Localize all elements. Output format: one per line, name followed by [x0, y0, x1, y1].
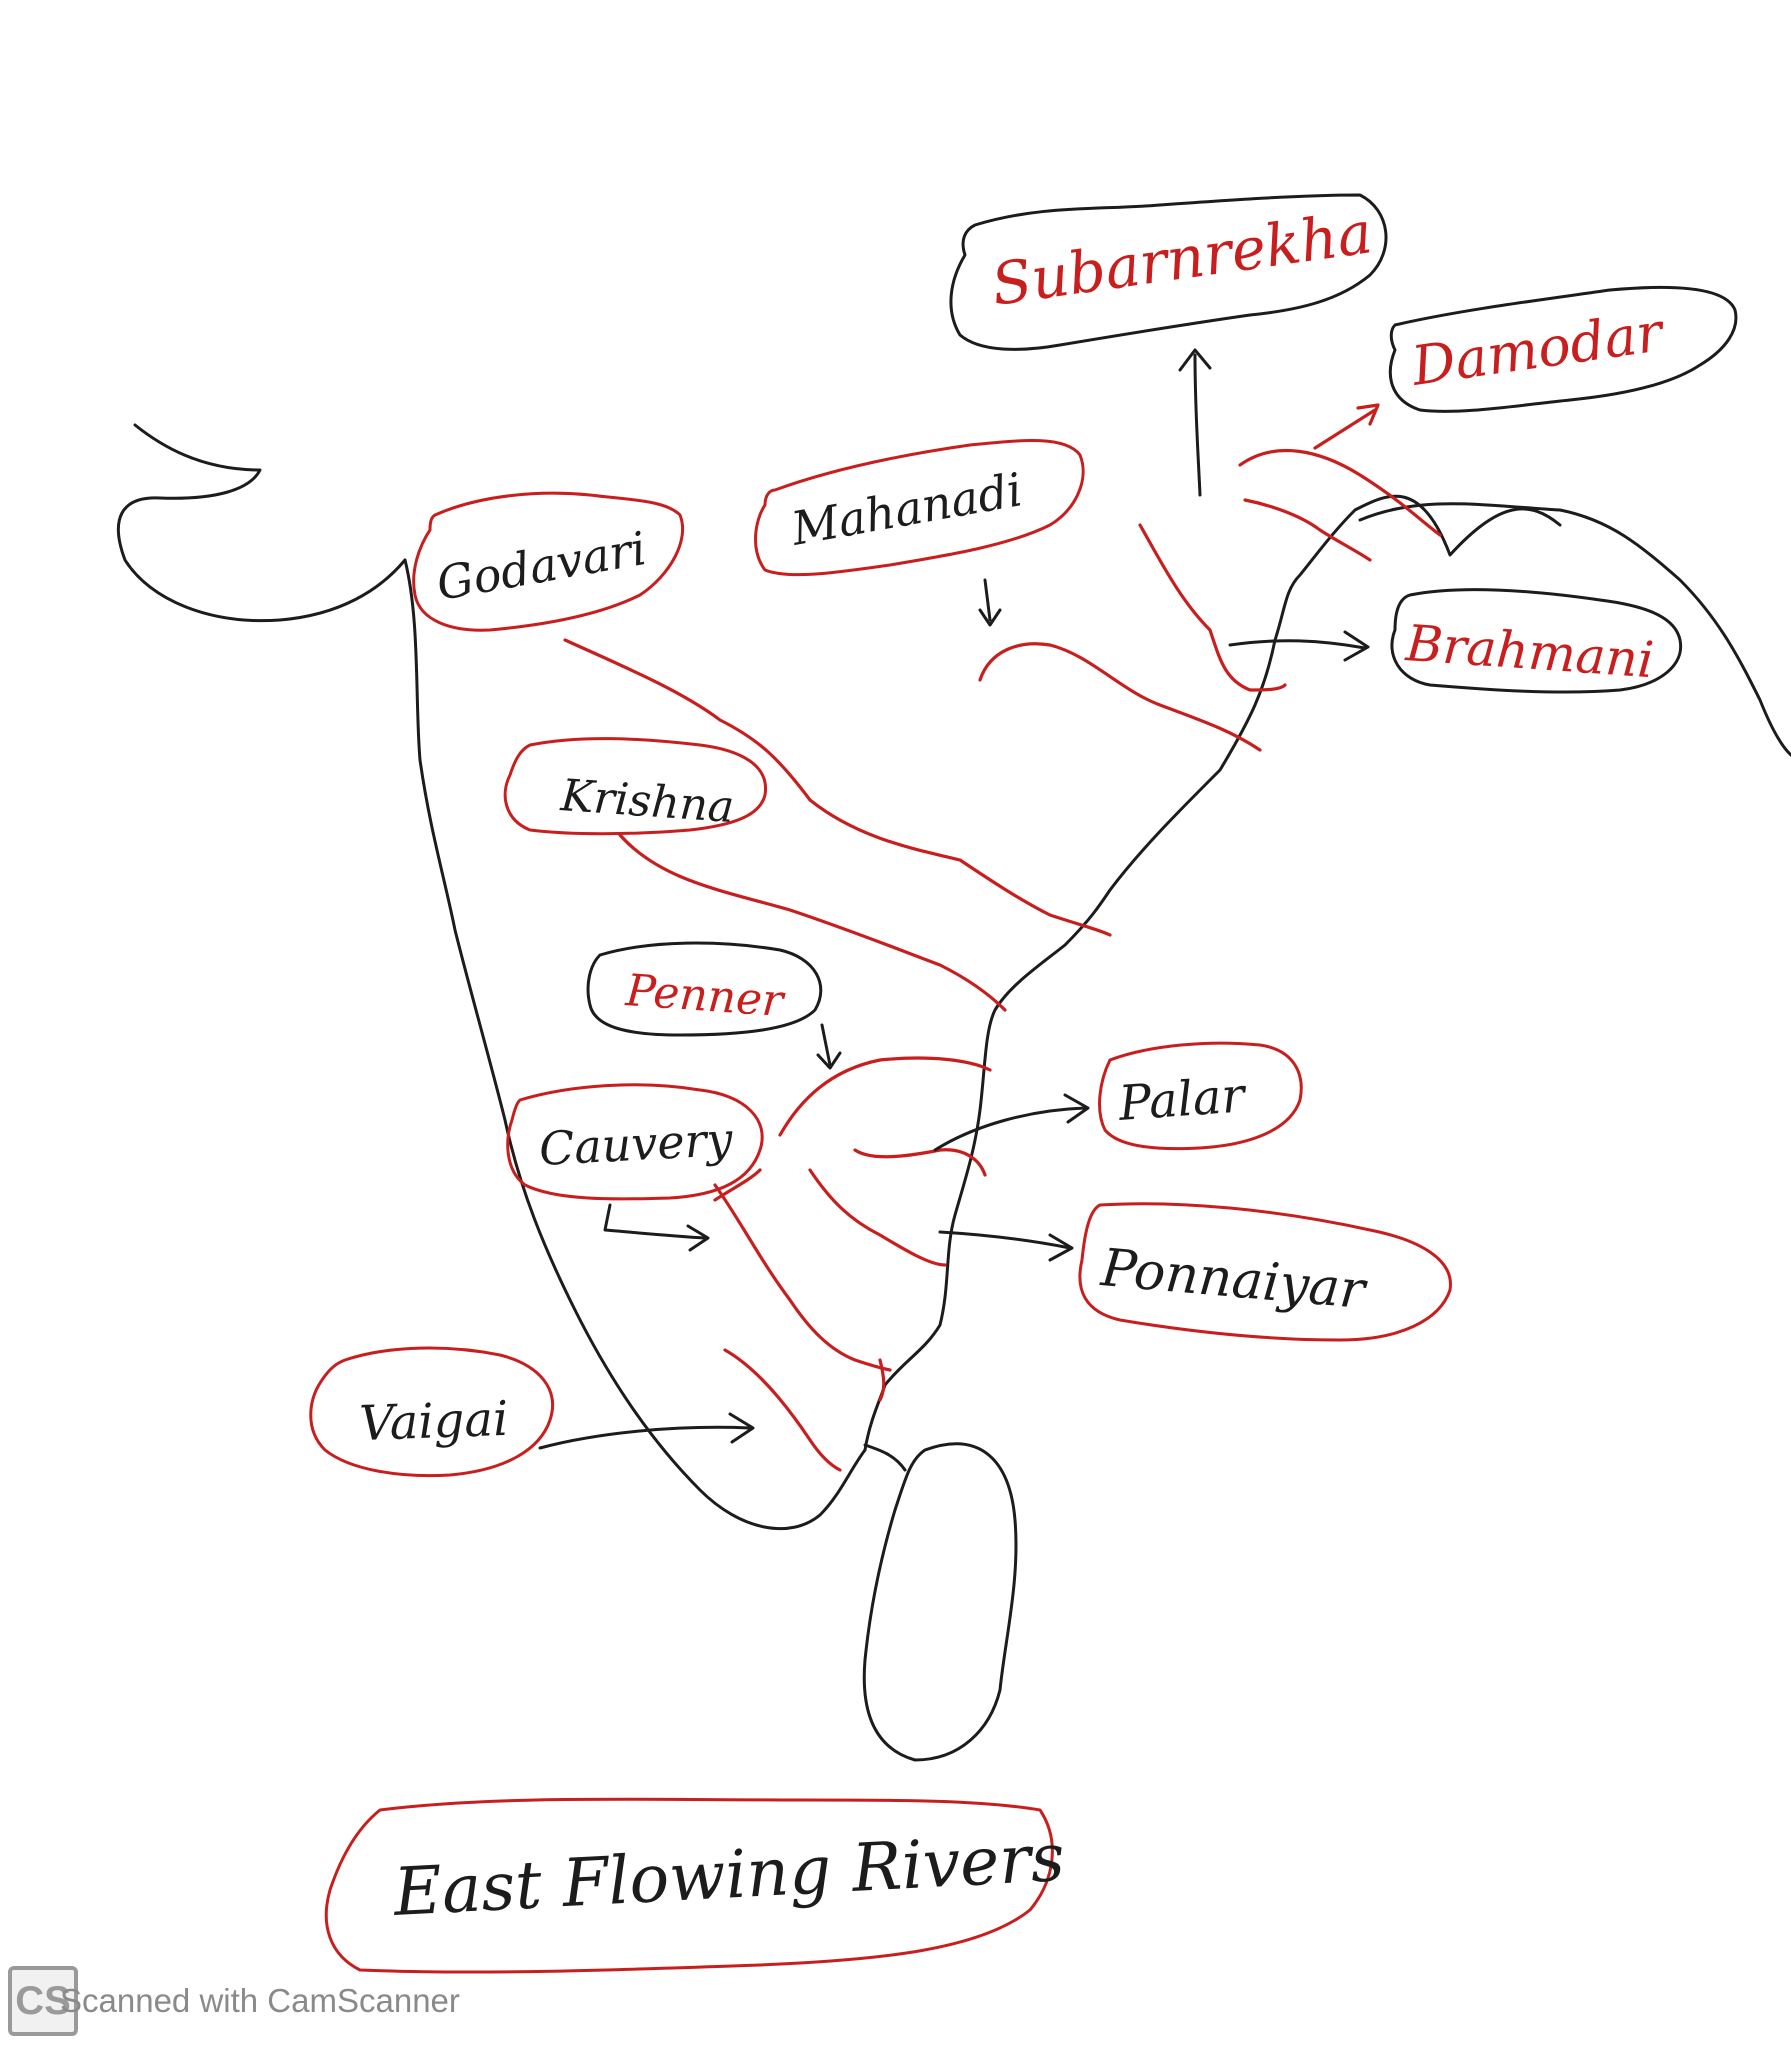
- arrow-brahmani-head: [1343, 630, 1370, 662]
- label-cauvery: Cauvery: [538, 1112, 735, 1176]
- cloud-krishna: [503, 737, 768, 836]
- arrow-ponnaiyar-head: [1048, 1233, 1074, 1262]
- arrow-vaigai: [538, 1425, 752, 1450]
- india-outline: [116, 423, 1791, 1762]
- arrow-subarnrekha-head: [1178, 348, 1212, 372]
- camscanner-text: Scanned with CamScanner: [60, 1982, 460, 2019]
- river-line-cauvery-upper: [713, 1168, 762, 1202]
- arrow-cauvery-head: [686, 1224, 710, 1252]
- label-brahmani: Brahmani: [1403, 614, 1656, 689]
- river-line-vaigai-mouth: [878, 1358, 886, 1402]
- river-line-brahmani: [1138, 523, 1287, 692]
- map-title: East Flowing Rivers: [391, 1819, 1067, 1931]
- river-line-subarnrekha: [1243, 498, 1372, 562]
- river-line-damodar: [1238, 448, 1442, 537]
- camscanner-logo: CS: [8, 1966, 78, 2036]
- label-clouds: [309, 193, 1738, 1974]
- label-subarnrekha: Subarnrekha: [987, 198, 1376, 319]
- sri-lanka: [862, 1442, 1018, 1762]
- arrow-damodar-head: [1356, 403, 1380, 426]
- cloud-palar: [1098, 1041, 1303, 1151]
- arrow-palar: [933, 1106, 1087, 1152]
- river-line-ponnaiyar: [808, 1168, 947, 1267]
- northeast-coast: [1358, 502, 1791, 757]
- cloud-brahmani: [1390, 588, 1683, 694]
- arrow-penner-head: [816, 1051, 842, 1070]
- label-krishna: Krishna: [558, 770, 736, 833]
- adams-bridge: [863, 1443, 907, 1472]
- river-line-vaigai: [723, 1348, 842, 1472]
- arrow-mahanadi-head: [978, 608, 1002, 627]
- cloud-title: [324, 1797, 1054, 1974]
- arrow-penner: [820, 1023, 832, 1067]
- arrow-mahanadi: [983, 578, 992, 622]
- river-line-godavari: [563, 638, 1112, 937]
- cloud-cauvery: [506, 1083, 764, 1201]
- river-line-krishna: [618, 833, 1007, 1012]
- river-line-palar: [853, 1148, 987, 1177]
- northwest-coast-hook: [116, 423, 407, 623]
- label-vaigai: Vaigai: [358, 1391, 509, 1452]
- label-penner: Penner: [623, 965, 788, 1027]
- west-coast: [403, 558, 867, 1531]
- label-palar: Palar: [1116, 1067, 1249, 1132]
- arrow-cauvery: [603, 1203, 707, 1240]
- river-line-penner: [778, 1056, 992, 1137]
- label-godavari: Godavari: [433, 521, 651, 611]
- arrow-palar-head: [1063, 1093, 1090, 1124]
- camscanner-watermark: CS Scanned with CamScanner: [8, 1963, 460, 2039]
- arrow-ponnaiyar: [938, 1230, 1072, 1250]
- pointer-arrows: [538, 348, 1380, 1450]
- arrow-brahmani: [1228, 639, 1367, 650]
- east-coast: [863, 494, 1562, 1452]
- cloud-godavari: [412, 491, 685, 632]
- arrow-vaigai-head: [728, 1412, 755, 1444]
- cloud-penner: [586, 941, 823, 1037]
- cloud-damodar: [1388, 285, 1738, 413]
- label-ponnaiyar: Ponnaiyar: [1098, 1238, 1370, 1321]
- river-labels: Subarnrekha Damodar Mahanadi Brahmani Go…: [358, 198, 1669, 1452]
- river-lines: [563, 448, 1442, 1472]
- river-line-mahanadi: [978, 642, 1262, 752]
- arrow-subarnrekha: [1193, 353, 1202, 497]
- river-line-cauvery: [713, 1183, 892, 1372]
- cloud-subarnrekha: [949, 193, 1388, 351]
- arrow-damodar: [1313, 408, 1377, 450]
- cloud-mahanadi: [754, 439, 1085, 577]
- cloud-vaigai: [309, 1346, 555, 1478]
- cloud-ponnaiyar: [1078, 1202, 1452, 1342]
